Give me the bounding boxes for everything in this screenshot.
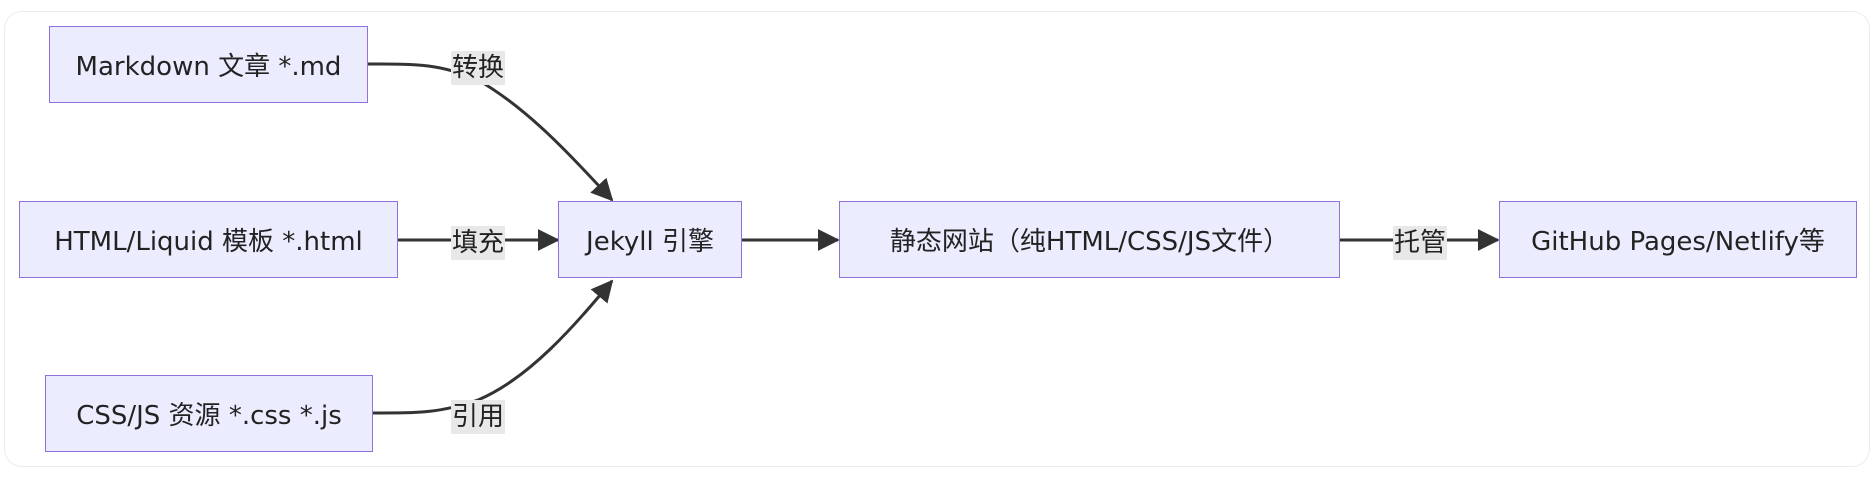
node-jekyll: Jekyll 引擎: [558, 201, 742, 278]
edge-label-reference: 引用: [450, 400, 506, 434]
edge-css-to-jekyll: [372, 279, 614, 415]
node-html-template: HTML/Liquid 模板 *.html: [19, 201, 398, 278]
edge-label-convert: 转换: [450, 51, 506, 85]
edge-label-host: 托管: [1392, 226, 1448, 260]
node-hosting: GitHub Pages/Netlify等: [1499, 201, 1857, 278]
node-css-js-label: CSS/JS 资源 *.css *.js: [76, 401, 342, 431]
edge-label-fill: 填充: [450, 226, 506, 260]
node-jekyll-label: Jekyll 引擎: [586, 227, 714, 257]
node-hosting-label: GitHub Pages/Netlify等: [1531, 227, 1825, 257]
node-markdown-label: Markdown 文章 *.md: [75, 52, 342, 82]
node-html-template-label: HTML/Liquid 模板 *.html: [54, 227, 363, 257]
node-static-site: 静态网站（纯HTML/CSS/JS文件）: [839, 201, 1340, 278]
node-static-site-label: 静态网站（纯HTML/CSS/JS文件）: [889, 227, 1290, 257]
node-css-js: CSS/JS 资源 *.css *.js: [45, 375, 373, 452]
node-markdown: Markdown 文章 *.md: [49, 26, 368, 103]
